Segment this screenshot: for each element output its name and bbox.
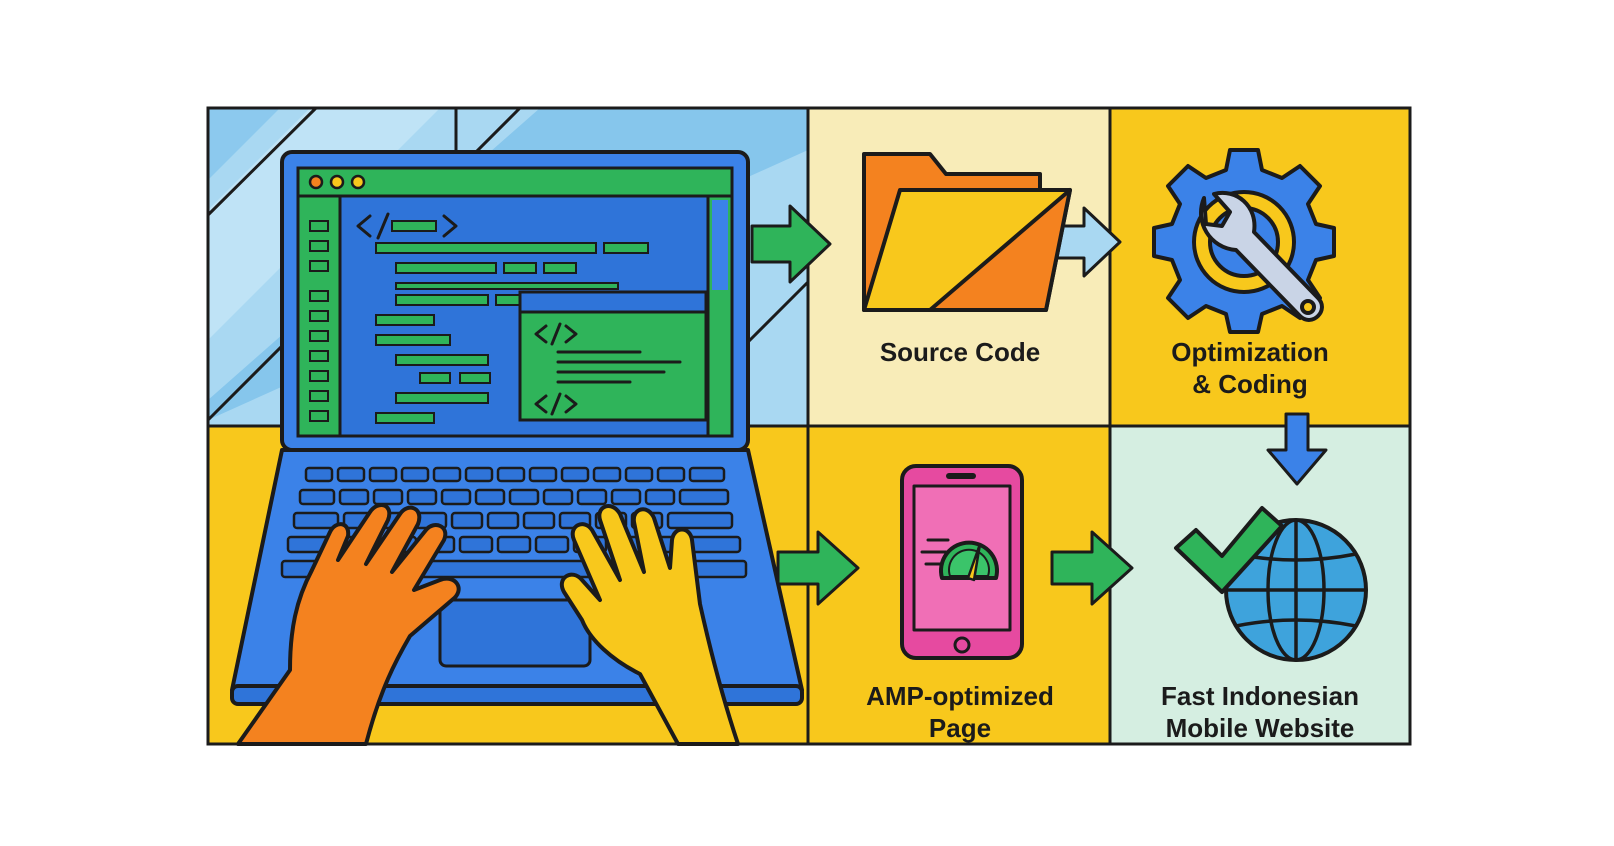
optimization-coding-label: Optimization & Coding — [1100, 336, 1400, 400]
source-code-label-line: Source Code — [879, 337, 1041, 367]
optimization-label-line-2: & Coding — [1192, 369, 1308, 399]
typing-hands-icon — [236, 503, 740, 746]
source-code-label: Source Code — [810, 336, 1110, 368]
amp-label-line-2: Page — [928, 713, 992, 743]
amp-label-line-1: AMP-optimized — [866, 681, 1054, 711]
flow-arrow-icon — [750, 204, 1328, 606]
gear-wrench-icon — [1152, 148, 1336, 334]
optimization-label-line-1: Optimization — [1171, 337, 1329, 367]
fast-mobile-website-label: Fast Indonesian Mobile Website — [1110, 680, 1410, 744]
amp-page-label: AMP-optimized Page — [810, 680, 1110, 744]
fast-label-line-2: Mobile Website — [1165, 713, 1355, 743]
globe-checkmark-icon — [1174, 506, 1368, 662]
fast-label-line-1: Fast Indonesian — [1161, 681, 1359, 711]
folder-icon — [862, 152, 1072, 312]
phone-speedometer-icon — [900, 464, 1024, 660]
